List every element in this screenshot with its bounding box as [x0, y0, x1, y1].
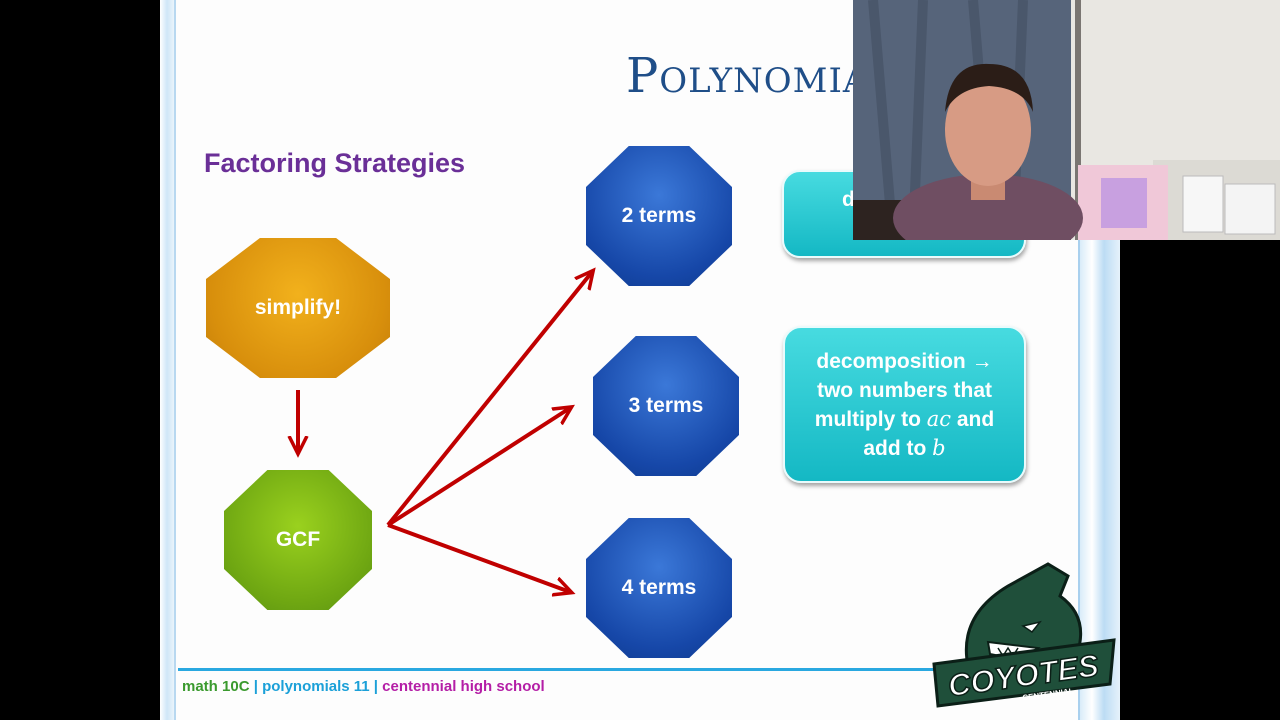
arrow-gcf-to-3-terms [386, 408, 570, 527]
coyotes-logo: COYOTES CENTENNIAL [932, 562, 1116, 708]
decomposition-line-3-post: and [951, 407, 995, 431]
decomposition-line-3-pre: multiply to [814, 407, 927, 431]
arrow-gcf-to-2-terms [386, 272, 592, 527]
decomposition-line-4-pre: add to [863, 436, 933, 460]
decomposition-box: decomposition → two numbers that multipl… [783, 326, 1026, 483]
four-terms-octagon: 4 terms [586, 518, 732, 658]
decomposition-line-2: two numbers that [816, 378, 992, 402]
gcf-label: GCF [275, 528, 321, 551]
footer-school: centennial high school [382, 678, 545, 695]
two-terms-octagon: 2 terms [586, 146, 732, 286]
webcam-overlay [853, 0, 1280, 240]
four-terms-label: 4 terms [621, 576, 697, 599]
variable-ac: ac [926, 406, 952, 431]
footer-separator: | [369, 678, 383, 695]
three-terms-label: 3 terms [628, 394, 704, 417]
simplify-octagon: simplify! [206, 238, 390, 378]
decomposition-line-1: decomposition → [816, 349, 993, 373]
slide-subtitle: Factoring Strategies [204, 148, 466, 178]
footer: math 10C | polynomials 11 | centennial h… [182, 678, 545, 695]
two-terms-strategy-text: d [842, 188, 855, 211]
two-terms-label: 2 terms [621, 204, 697, 227]
footer-course: math 10C [182, 678, 250, 695]
footer-divider [178, 668, 938, 671]
left-border [160, 0, 176, 720]
arrows [160, 0, 1120, 720]
webcam-image [853, 0, 1280, 240]
decomposition-line-3: multiply to ac and [815, 405, 994, 434]
three-terms-octagon: 3 terms [593, 336, 739, 476]
gcf-octagon: GCF [224, 470, 372, 610]
footer-unit: polynomials 11 [262, 678, 370, 695]
variable-b: b [932, 435, 946, 460]
decomposition-line-4: add to b [815, 434, 994, 463]
simplify-label: simplify! [254, 296, 342, 319]
arrow-gcf-to-4-terms [387, 523, 570, 592]
footer-separator: | [249, 678, 263, 695]
